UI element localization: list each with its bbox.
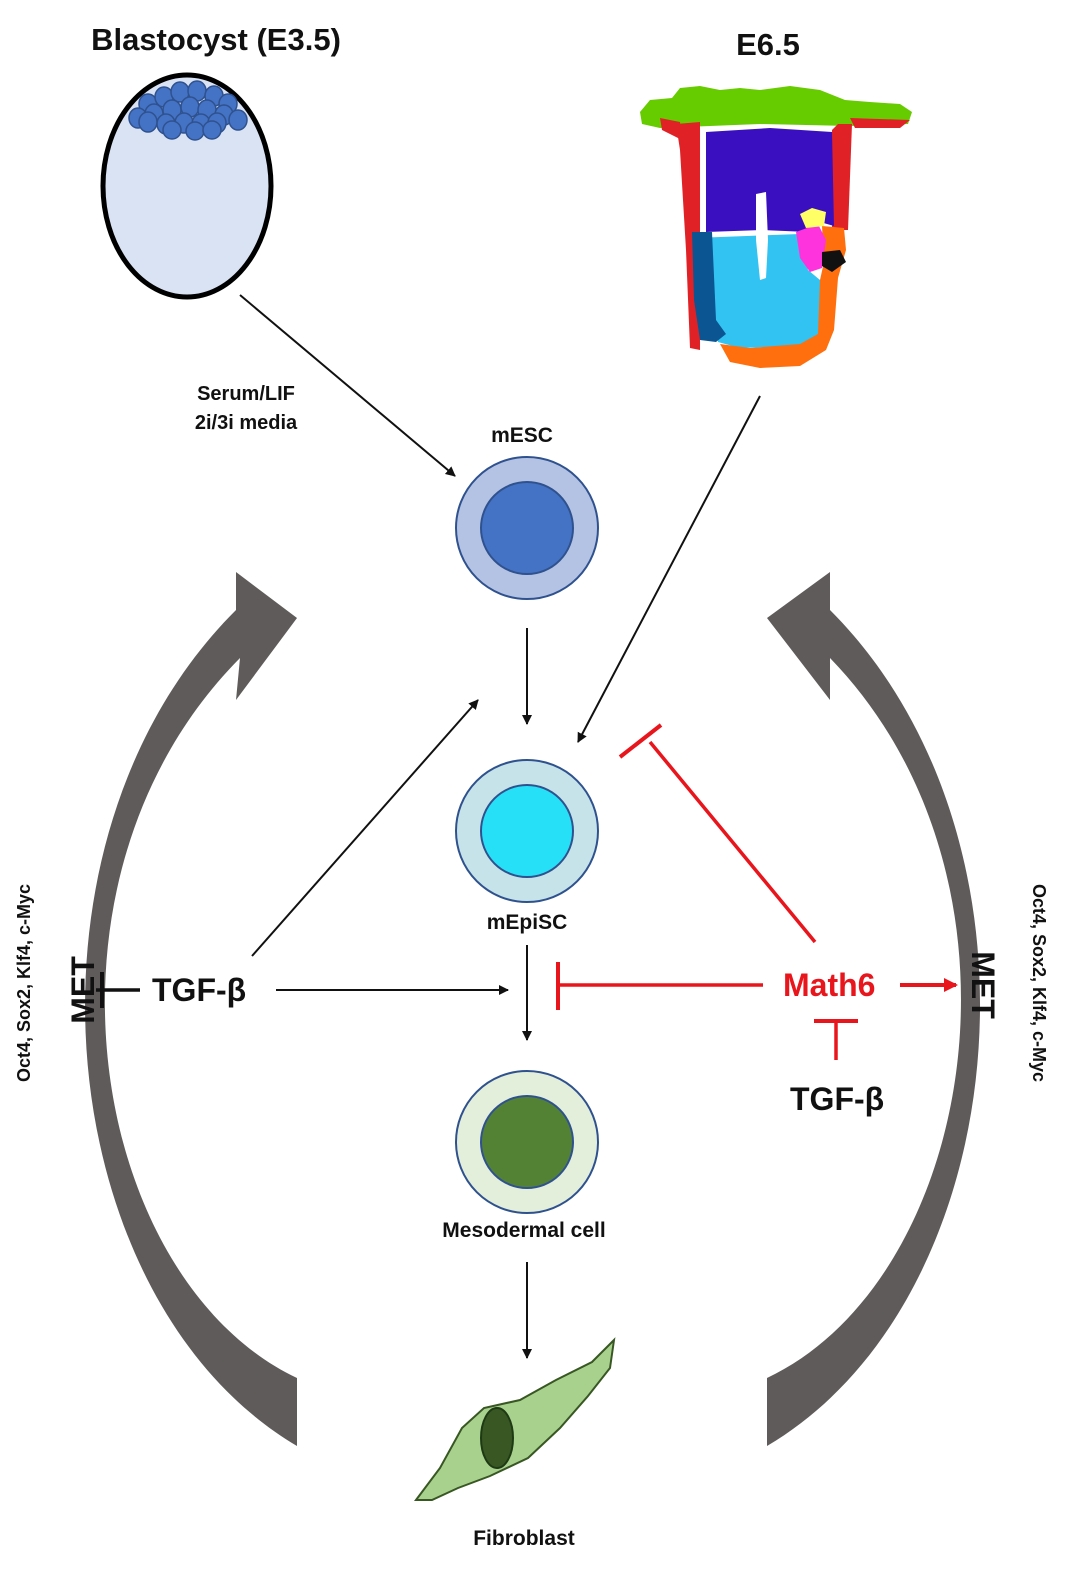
reprogramming-factors-right: Oct4, Sox2, Klf4, c-Myc xyxy=(1029,884,1049,1082)
tgf-inhibits-met-left xyxy=(96,972,140,1008)
math6-inhibits-mepisc xyxy=(618,723,817,944)
embryo-to-mepisc-arrow xyxy=(577,395,761,743)
blastocyst-to-mesc-arrow xyxy=(239,294,456,477)
left-reprogramming-arrow xyxy=(85,572,297,1446)
mepisc-cell xyxy=(455,759,599,903)
right-reprogramming-arrow xyxy=(767,572,981,1446)
mesodermal-cell xyxy=(455,1070,599,1214)
blastocyst-title: Blastocyst (E3.5) xyxy=(91,22,341,57)
math6-label: Math6 xyxy=(783,967,875,1003)
mesodermal-label: Mesodermal cell xyxy=(442,1219,605,1242)
fibroblast-cell xyxy=(414,1337,616,1501)
reprogramming-factors-left: Oct4, Sox2, Klf4, c-Myc xyxy=(14,884,34,1082)
culture-condition-line2: 2i/3i media xyxy=(195,412,298,434)
mepisc-label: mEpiSC xyxy=(487,911,568,934)
tgf-beta-left-label: TGF-β xyxy=(152,972,246,1008)
met-left-label: MET xyxy=(65,956,101,1024)
e6.5-embryo-illustration xyxy=(640,86,912,368)
culture-condition-line1: Serum/LIF xyxy=(197,383,295,405)
mesc-cell xyxy=(455,456,599,600)
embryo-title: E6.5 xyxy=(736,27,800,62)
blastocyst-illustration xyxy=(100,72,274,300)
tgf-beta-right-label: TGF-β xyxy=(790,1081,884,1117)
tgf-to-mepisc-arrow xyxy=(251,699,479,957)
math6-inhibits-transition xyxy=(556,962,763,1010)
mesc-label: mESC xyxy=(491,424,553,447)
met-right-label: MET xyxy=(965,951,1001,1019)
tgf-inhibits-math6 xyxy=(814,1019,858,1060)
fibroblast-label: Fibroblast xyxy=(473,1527,575,1550)
